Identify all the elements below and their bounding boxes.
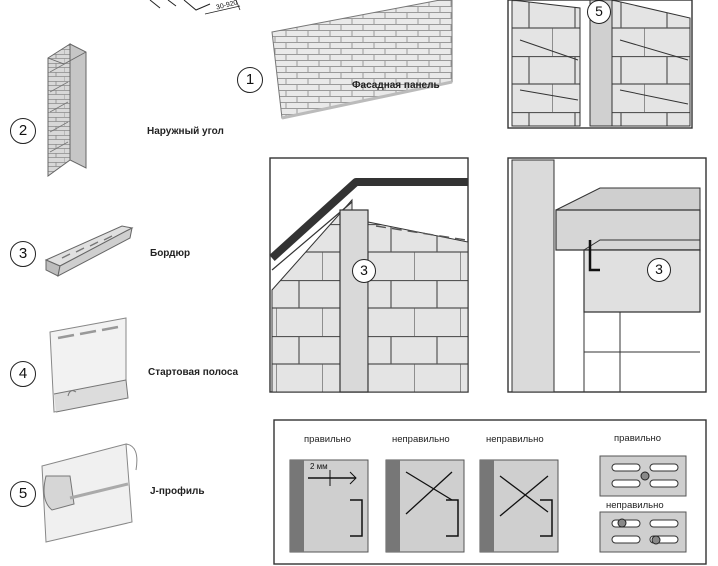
caption-wrong-2: неправильно (486, 434, 544, 445)
caption-correct: правильно (304, 434, 352, 445)
component-label-facade-panel: Фасадная панель (352, 80, 440, 91)
caption-slot-correct: правильно (614, 433, 662, 444)
detail-corner-border (269, 157, 469, 393)
detail-marker-corner: 3 (352, 259, 376, 283)
outer-corner-illustration (47, 43, 87, 177)
component-label-starter-strip: Стартовая полоса (148, 367, 239, 378)
component-number-2: 2 (10, 118, 36, 144)
dimension-fragment (149, 0, 241, 15)
detail-edge-border (507, 157, 707, 393)
detail-marker-top: 5 (587, 0, 611, 24)
gap-dimension: 2 мм (310, 462, 328, 471)
component-number-4: 4 (10, 361, 36, 387)
caption-slot-wrong: неправильно (606, 500, 664, 511)
component-label-j-profile: J-профиль (150, 486, 205, 497)
component-number-3: 3 (10, 241, 36, 267)
border-profile-illustration (44, 225, 134, 277)
component-label-outer-corner: Наружный угол (147, 126, 224, 137)
component-number-5: 5 (10, 481, 36, 507)
component-label-border: Бордюр (150, 248, 191, 259)
facade-panel-illustration (271, 0, 453, 120)
caption-wrong-1: неправильно (392, 434, 450, 445)
fastening-panel (273, 419, 707, 565)
component-number-1: 1 (237, 67, 263, 93)
j-profile-illustration (41, 443, 138, 543)
starter-strip-illustration (49, 317, 129, 413)
detail-marker-edge: 3 (647, 258, 671, 282)
